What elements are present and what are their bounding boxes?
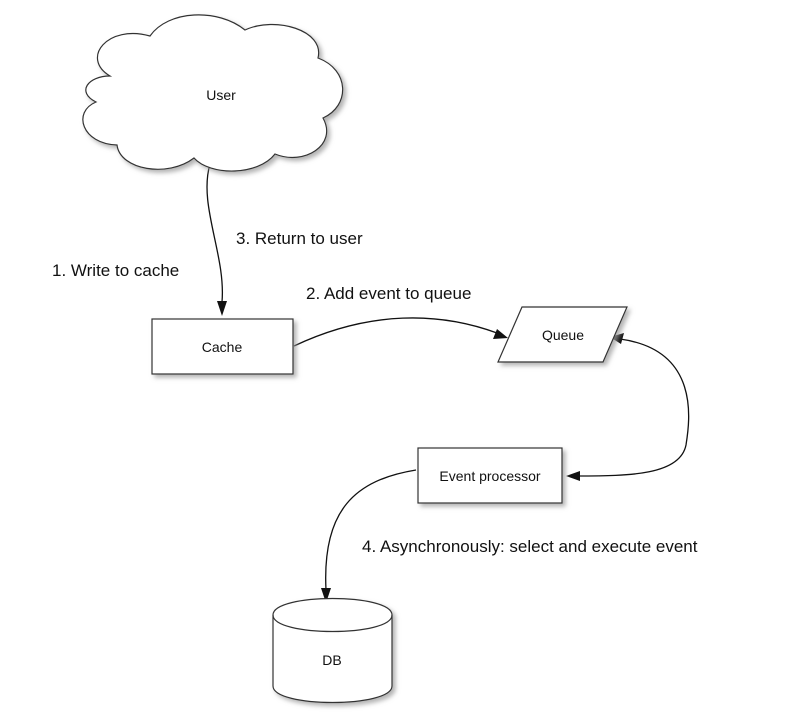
edge-processor-to-db [325, 469, 417, 591]
db-label: DB [322, 652, 341, 668]
user-label: User [206, 87, 236, 103]
edge-label-async-execute: 4. Asynchronously: select and execute ev… [362, 537, 698, 556]
edge-label-write-to-cache: 1. Write to cache [52, 261, 179, 280]
event-processor-box [417, 447, 563, 504]
edge-label-add-event-to-queue: 2. Add event to queue [306, 284, 471, 303]
queue-parallelogram [497, 306, 628, 363]
edge-labels-group: 3. Return to user 1. Write to cache 2. A… [52, 229, 698, 556]
queue-label: Queue [542, 327, 584, 343]
arrowhead-processor-right [566, 471, 580, 481]
event-processor-label: Event processor [439, 468, 540, 484]
cache-box [151, 318, 294, 375]
user-cloud-shape [82, 14, 344, 172]
arrowhead-db-top [321, 588, 331, 603]
edge-cache-to-queue [293, 317, 498, 347]
db-cylinder [272, 597, 393, 704]
edge-label-return-to-user: 3. Return to user [236, 229, 363, 248]
arrowhead-queue-right [610, 333, 624, 344]
edge-processor-queue [576, 338, 690, 477]
edges-group [206, 163, 690, 603]
arrowhead-queue-left [493, 329, 508, 339]
edge-user-to-cache [206, 163, 224, 303]
cache-label: Cache [202, 339, 243, 355]
nodes-group: User Cache Queue Event processor DB [82, 14, 628, 704]
arrowhead-cache-top [217, 301, 227, 316]
